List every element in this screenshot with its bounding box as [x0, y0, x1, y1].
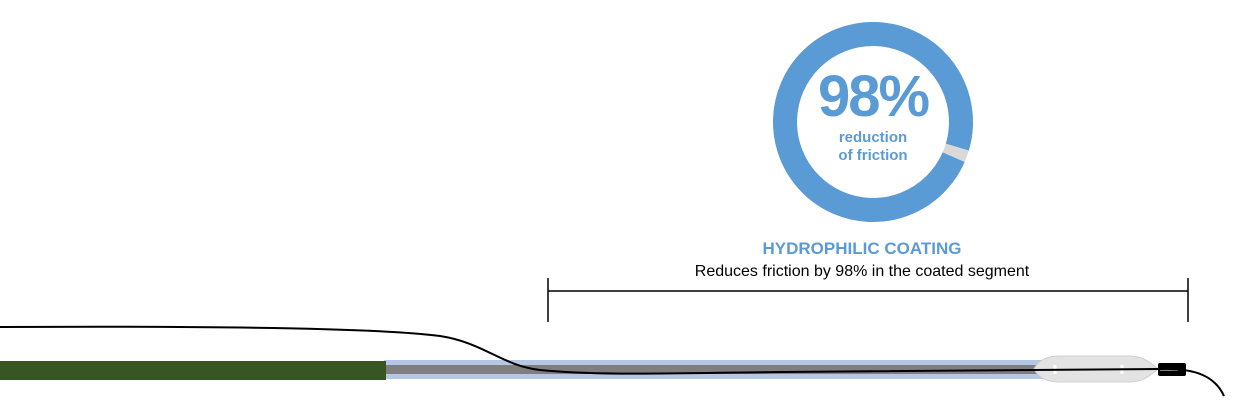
catheter-shaft — [0, 361, 386, 380]
guidewire — [0, 325, 1225, 397]
coating-title: HYDROPHILIC COATING — [763, 239, 962, 258]
gauge-progress-arc — [773, 22, 973, 222]
coating-description: Reduces friction by 98% in the coated se… — [695, 263, 1030, 280]
inner-core — [384, 365, 1044, 374]
gauge-caption-line1: reduction — [839, 129, 907, 146]
gauge-value: 98% — [818, 64, 930, 129]
coated-segment-bracket — [547, 278, 1189, 322]
tip-connector-highlight — [1160, 369, 1178, 371]
friction-gauge: 98% reduction of friction — [773, 22, 973, 222]
catheter — [0, 325, 1225, 397]
gauge-caption-line2: of friction — [838, 147, 907, 164]
